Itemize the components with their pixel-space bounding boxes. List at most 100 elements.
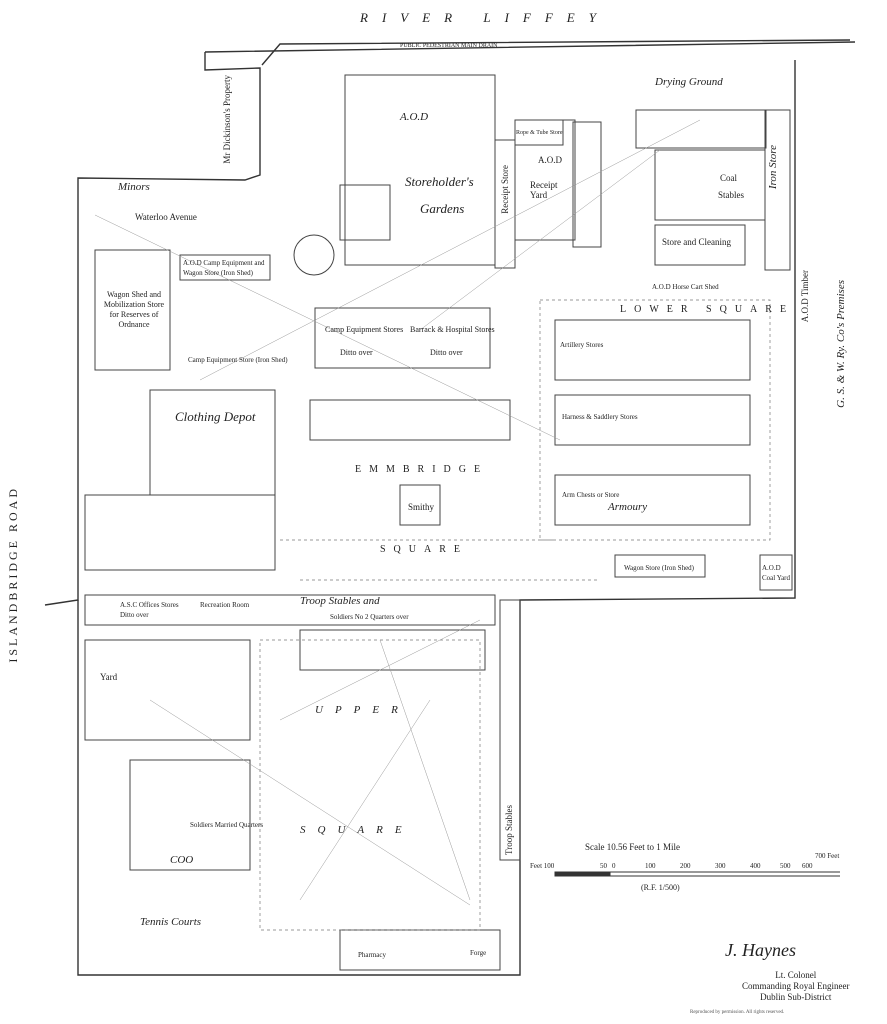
west-boundary-wall [77, 60, 796, 976]
label-clothing-depot: Clothing Depot [175, 409, 256, 424]
label-iron-store: Iron Store [767, 145, 779, 190]
building-married-quarters [84, 639, 251, 741]
scale-tick-0: Feet 100 [530, 862, 555, 870]
label-minors: Minors [118, 181, 150, 193]
scale-tick-5: 300 [715, 862, 726, 870]
building-wagon-shed [94, 249, 171, 371]
label-aod-camp: A.O.D Camp Equipment and Wagon Store (Ir… [183, 259, 265, 277]
label-receipt-yard: Receipt Yard [530, 180, 558, 200]
label-gardens: Gardens [420, 201, 465, 216]
label-aod-coal-yard: A.O.D Coal Yard [762, 564, 791, 582]
label-troop-stables-side: Troop Stables [504, 805, 514, 855]
paths [259, 299, 771, 931]
label-coal: Coal [720, 173, 737, 183]
outer-boundary-wall [44, 41, 856, 606]
survey-lines [94, 119, 701, 906]
building-clothing-depot [149, 389, 276, 496]
label-armoury: Armoury [608, 501, 648, 513]
label-yard: Yard [100, 672, 118, 682]
building-coal-stables [654, 149, 766, 221]
building-iron-store [764, 109, 791, 271]
building-small-stores [572, 121, 602, 248]
signature: J. Haynes [725, 940, 796, 960]
label-married-quarters: Soldiers Married Quarters [190, 821, 264, 829]
building-upper-block [299, 629, 486, 671]
scale-tick-6: 400 [750, 862, 761, 870]
building-storeholders-gardens [344, 74, 496, 266]
label-camp-equipment-store: Camp Equipment Store (Iron Shed) [188, 356, 288, 364]
label-ditto2: Ditto over [430, 348, 463, 357]
label-pharmacy: Pharmacy [358, 951, 386, 959]
building-store-cleaning [654, 224, 746, 266]
round-feature [293, 234, 335, 276]
lower-square-outline [539, 299, 771, 541]
label-wagon-shed: Wagon Shed and Mobilization Store for Re… [103, 290, 165, 329]
lower-road [280, 539, 600, 581]
label-smithy: Smithy [408, 502, 435, 512]
building-harness-stores [554, 394, 751, 446]
label-dickinson-property: Mr Dickinson's Property [222, 75, 232, 164]
title-block: Lt. Colonel Commanding Royal Engineer Du… [742, 970, 849, 1003]
label-lower-square: LOWER SQUARE [620, 304, 795, 315]
footer-note: Reproduced by permission. All rights res… [690, 1010, 785, 1015]
building-drying-ground-block [635, 109, 767, 149]
label-arm-chests: Arm Chests or Store [562, 491, 620, 499]
title-line-2: Commanding Royal Engineer [742, 981, 850, 991]
label-square-mid: SQUARE [380, 544, 469, 555]
title-line-1: Lt. Colonel [775, 970, 817, 980]
building-emmbridge-block [309, 399, 511, 441]
upper-square-outline [259, 639, 481, 931]
label-waterloo-avenue: Waterloo Avenue [135, 212, 197, 222]
building-troop-stables-row [84, 594, 496, 626]
islandbridge-road-label: ISLANDBRIDGE ROAD [6, 486, 20, 663]
label-camp-equipment: Camp Equipment Stores [325, 325, 404, 334]
label-asc-offices: A.S.C Offices Stores Ditto over [120, 601, 179, 619]
label-soldiers-quarters: Soldiers No 2 Quarters over [330, 613, 409, 621]
building-ae-office [339, 184, 391, 241]
label-upper: UPPER [315, 704, 410, 716]
label-drying-ground: Drying Ground [655, 76, 723, 88]
scale-tick-2: 0 [612, 862, 616, 870]
scale-tick-3: 100 [645, 862, 656, 870]
label-stables: Stables [718, 190, 744, 200]
building-smithy [399, 484, 441, 526]
building-troop-stables-side [499, 599, 521, 861]
label-ditto1: Ditto over [340, 348, 373, 357]
label-artillery-stores: Artillery Stores [560, 341, 604, 349]
building-camp-equipment [314, 307, 491, 369]
building-artillery-stores [554, 319, 751, 381]
label-recreation-room: Recreation Room [200, 601, 250, 609]
building-aod-coal-yard [759, 554, 793, 591]
river-wall [261, 39, 851, 66]
label-store-cleaning: Store and Cleaning [662, 237, 731, 247]
building-rope-tube-store [514, 119, 564, 146]
label-aod-receipt: A.O.D [538, 155, 562, 165]
building-coo [129, 759, 251, 871]
label-coo: COO [170, 854, 194, 866]
label-barrack-hospital: Barrack & Hospital Stores [410, 325, 495, 334]
label-aod-horse-cart: A.O.D Horse Cart Shed [652, 283, 719, 291]
label-troop-stables: Troop Stables and [300, 595, 380, 607]
building-aod-camp-shed [179, 254, 271, 281]
scale-tick-1: 50 [600, 862, 607, 870]
label-gsw-premises: G. S. & W. Ry. Co's Premises [835, 280, 847, 408]
label-aod-top: A.O.D [400, 111, 429, 123]
label-harness-stores: Harness & Saddlery Stores [562, 413, 638, 421]
buildings [84, 74, 793, 971]
scale-tick-7: 500 [780, 862, 791, 870]
scale-title: Scale 10.56 Feet to 1 Mile [585, 842, 680, 852]
scale-bar [554, 871, 840, 877]
river-liffey-label: RIVER LIFFEY [360, 10, 610, 25]
scale-representative-fraction: (R.F. 1/500) [641, 883, 680, 892]
building-left-shed [84, 494, 276, 571]
label-aod-timber: A.O.D Timber [800, 270, 810, 323]
label-square-upper: SQUARE [300, 824, 414, 836]
river-embankment-label: PUBLIC PEDESTRIAN MAIN DRAIN [400, 43, 498, 49]
title-line-3: Dublin Sub-District [760, 992, 832, 1002]
building-wagon-store [614, 554, 706, 578]
label-storeholders: Storeholder's [405, 174, 474, 189]
label-forge: Forge [470, 949, 487, 957]
scale-tick-4: 200 [680, 862, 691, 870]
label-wagon-store: Wagon Store (Iron Shed) [624, 564, 695, 572]
